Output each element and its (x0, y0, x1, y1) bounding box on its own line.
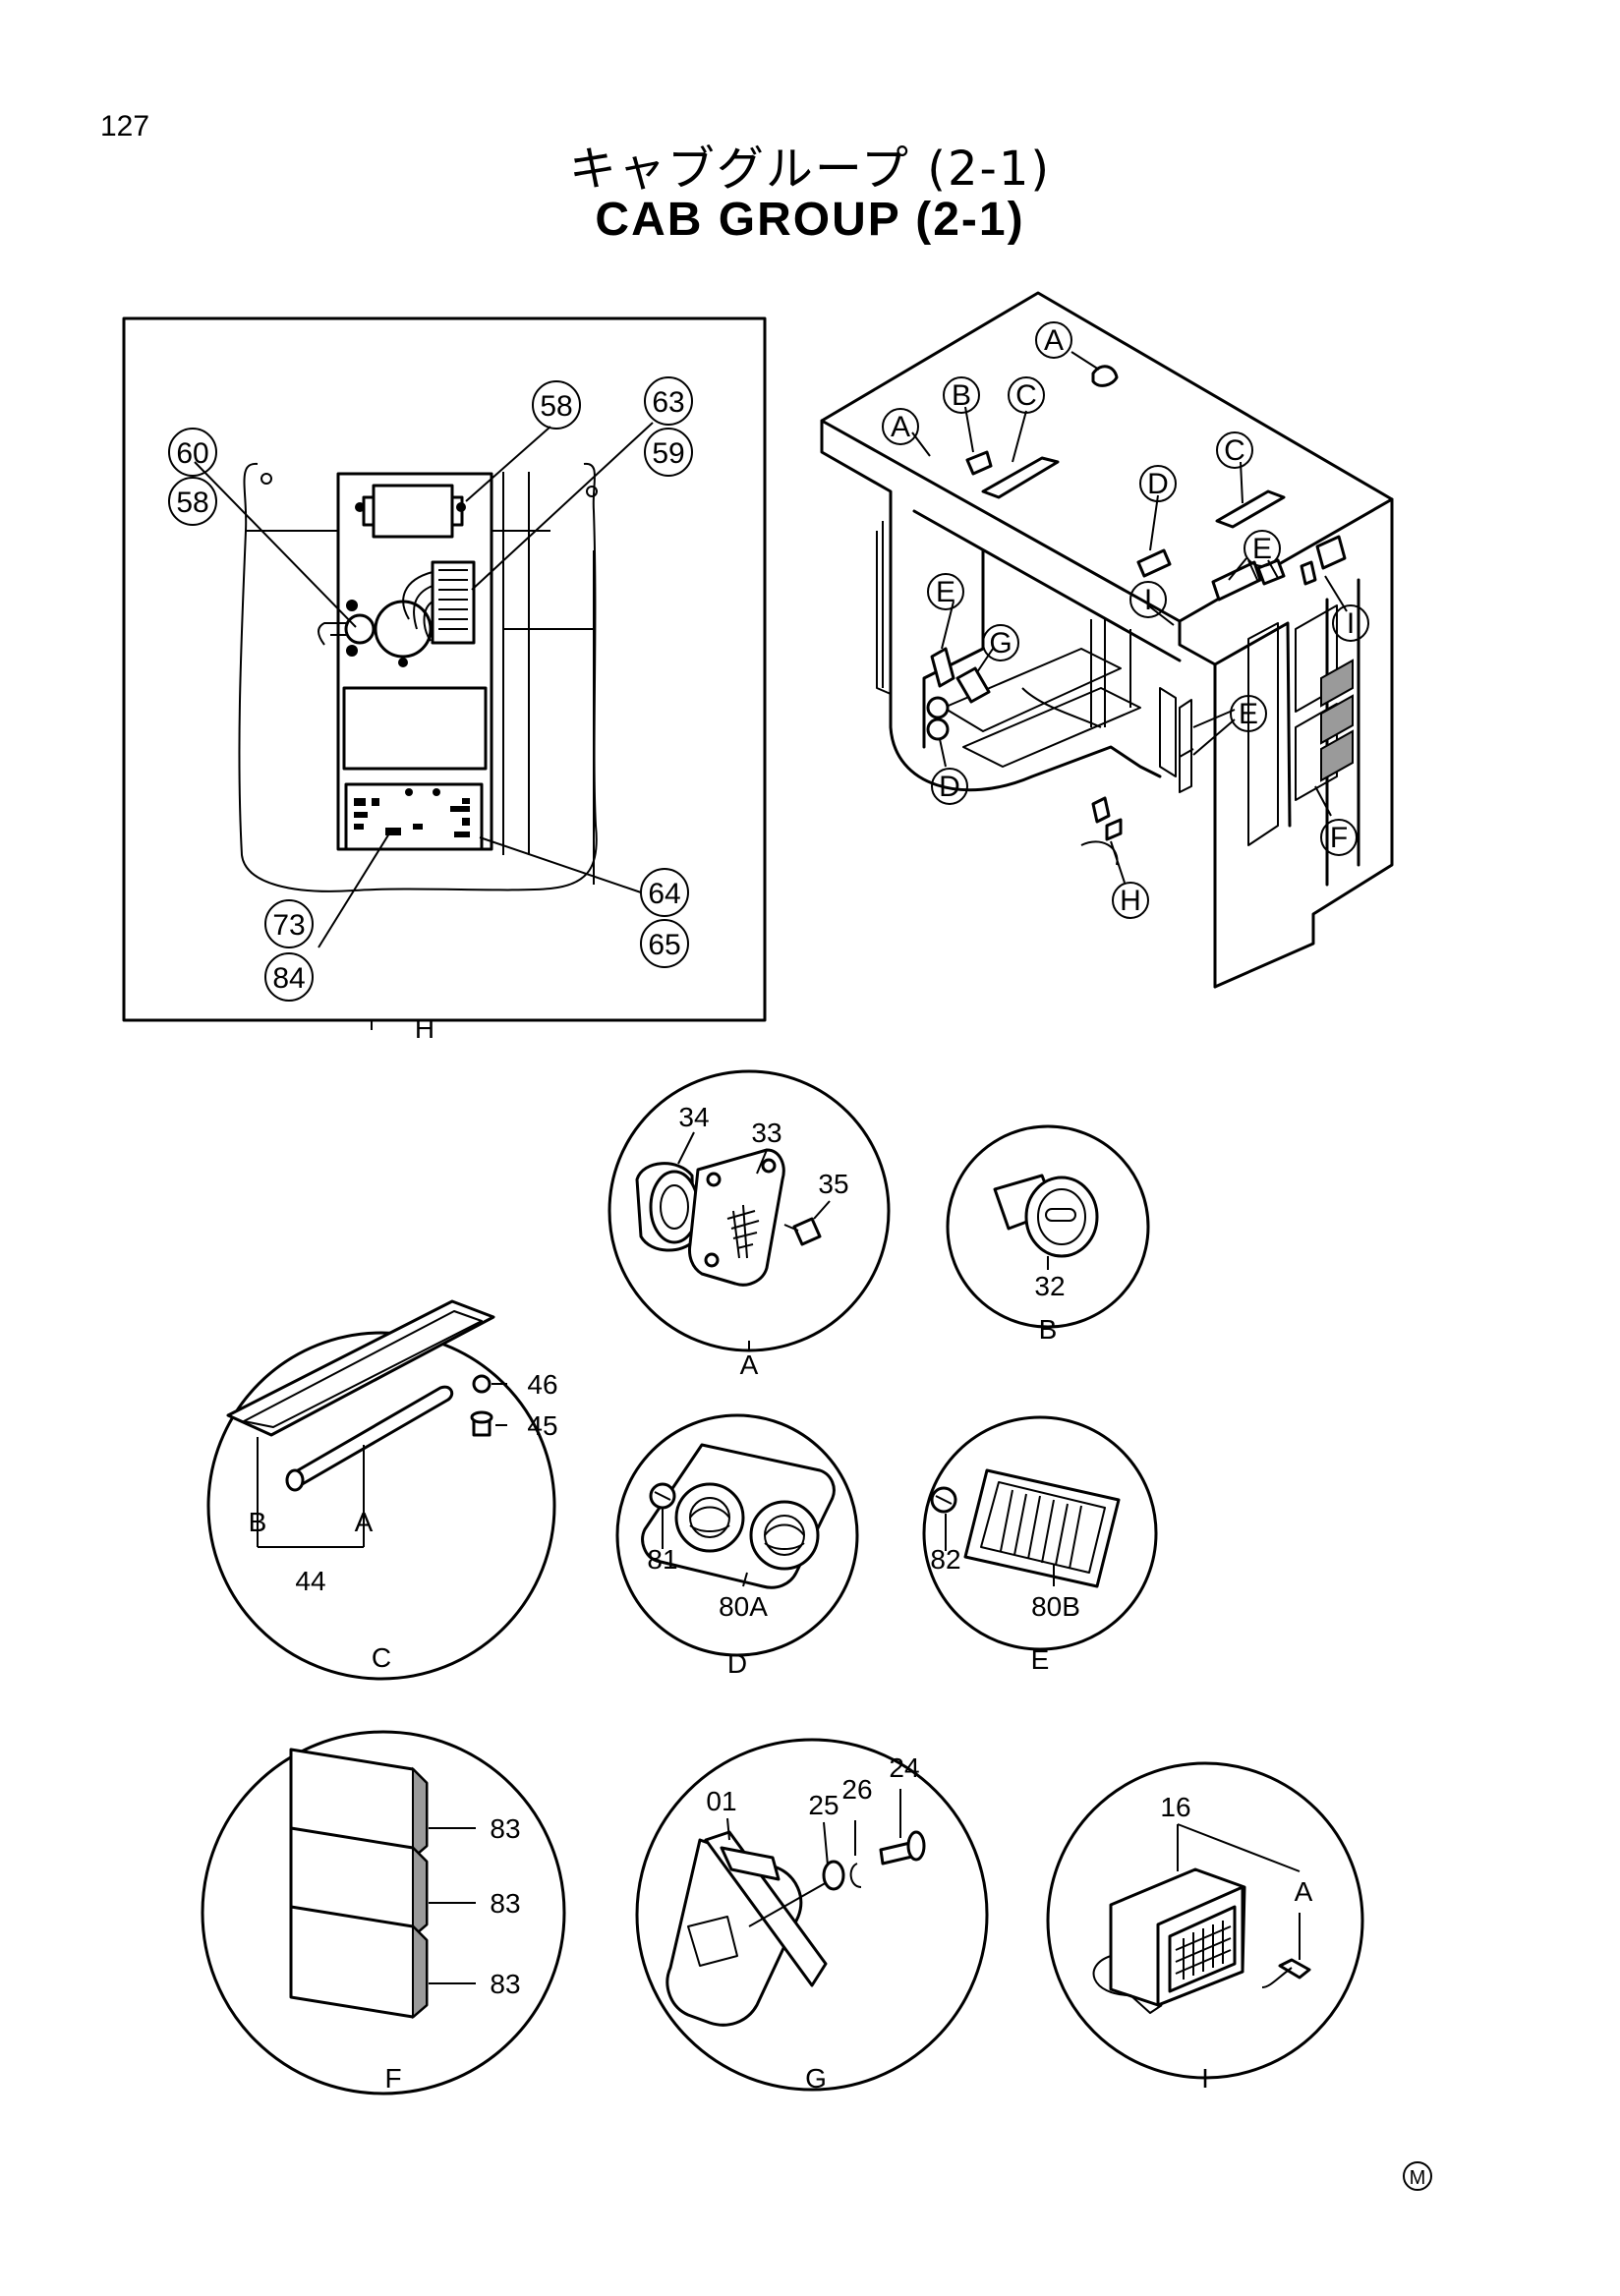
svg-text:A: A (891, 411, 910, 443)
detail-a-label: A (740, 1349, 759, 1380)
svg-text:63: 63 (652, 386, 684, 419)
svg-text:F: F (1330, 822, 1348, 854)
detail-c-handle: 46 45 B A 44 C (206, 1299, 558, 1681)
svg-text:D: D (939, 771, 960, 803)
detail-f-label: F (384, 2063, 401, 2094)
part-label: A (1295, 1876, 1313, 1907)
callout-73: 73 (264, 899, 314, 948)
cab-callout-E: E (1244, 530, 1281, 567)
detail-g-label: G (805, 2063, 827, 2094)
svg-text:E: E (1252, 533, 1272, 565)
cab-callout-I: I (1129, 581, 1167, 618)
detail-i-light: 16 A I (1046, 1761, 1364, 2094)
svg-text:C: C (1015, 379, 1037, 412)
part-label: 24 (889, 1752, 919, 1783)
svg-text:58: 58 (176, 487, 208, 519)
callout-63: 63 (644, 376, 693, 426)
cab-callout-C: C (1008, 376, 1045, 414)
detail-e-louver: 82 80B E (922, 1415, 1158, 1675)
detail-d-label: D (727, 1648, 747, 1679)
cab-callout-D: D (931, 768, 968, 805)
cab-callout-H: H (1112, 882, 1149, 919)
panel-h-label: H (415, 1013, 434, 1044)
svg-text:59: 59 (652, 437, 684, 470)
part-label: 33 (751, 1118, 781, 1148)
detail-i-label: I (1201, 2063, 1209, 2094)
svg-text:65: 65 (648, 929, 680, 961)
cab-callout-I: I (1332, 604, 1369, 642)
svg-text:73: 73 (272, 909, 305, 942)
cab-callout-A: A (882, 408, 919, 445)
title-japanese: キャブグループ (2-1) (568, 142, 1052, 197)
part-label: 83 (490, 1813, 520, 1844)
panel-h-detail: H 60 58 58 63 59 73 84 64 65 (122, 316, 767, 1044)
part-label: 46 (527, 1369, 557, 1400)
part-label: 26 (841, 1774, 872, 1805)
cab-callout-D: D (1139, 465, 1177, 502)
detail-d-vent: 81 80A D (615, 1413, 859, 1679)
detail-b-label: B (1039, 1314, 1058, 1345)
part-label: 35 (818, 1169, 848, 1199)
callout-65: 65 (640, 919, 689, 968)
part-label: 01 (706, 1786, 736, 1816)
title-english: CAB GROUP (2-1) (595, 194, 1025, 246)
svg-text:A: A (1044, 324, 1064, 357)
svg-text:C: C (1224, 434, 1245, 467)
callout-58: 58 (168, 477, 217, 526)
cab-callout-A: A (1035, 321, 1072, 359)
detail-g-latch: 01 25 26 24 G (635, 1738, 989, 2094)
part-label: 34 (678, 1102, 709, 1132)
svg-text:84: 84 (272, 962, 305, 995)
svg-text:I: I (1144, 584, 1152, 616)
part-label: 80B (1031, 1591, 1080, 1622)
corner-mark: M (1403, 2161, 1432, 2191)
svg-text:60: 60 (176, 437, 208, 470)
detail-f-pads: 83 83 83 F (201, 1730, 566, 2095)
svg-text:E: E (1239, 698, 1258, 730)
svg-text:58: 58 (540, 390, 572, 423)
svg-text:B: B (952, 379, 971, 412)
detail-c-label: C (372, 1642, 391, 1673)
part-label: 81 (647, 1544, 677, 1575)
cab-overview: A A B C C D D E E E G I I H F (820, 291, 1394, 989)
cab-callout-E: E (1230, 695, 1267, 732)
detail-a-speaker: 34 33 35 A (608, 1069, 891, 1380)
part-label: 83 (490, 1888, 520, 1919)
svg-text:I: I (1347, 607, 1355, 640)
part-label: 16 (1160, 1792, 1190, 1822)
svg-text:E: E (936, 576, 955, 608)
svg-text:D: D (1147, 468, 1169, 500)
callout-59: 59 (644, 428, 693, 477)
part-label: 44 (295, 1566, 325, 1596)
callout-58: 58 (532, 380, 581, 430)
cab-callout-G: G (982, 624, 1019, 661)
part-label: 82 (930, 1544, 960, 1575)
part-label: 32 (1034, 1271, 1065, 1301)
callout-64: 64 (640, 868, 689, 917)
cab-callout-F: F (1320, 819, 1358, 856)
detail-b-lighter: 32 B (946, 1124, 1150, 1345)
part-label: B (249, 1507, 267, 1537)
part-label: 83 (490, 1969, 520, 1999)
svg-text:M: M (1410, 2167, 1426, 2189)
cab-callout-E: E (927, 573, 964, 610)
cab-callout-B: B (943, 376, 980, 414)
callout-60: 60 (168, 428, 217, 477)
part-label: 45 (527, 1410, 557, 1441)
svg-text:G: G (989, 627, 1012, 660)
page-number: 127 (100, 110, 150, 143)
svg-text:H: H (1120, 885, 1141, 917)
callout-84: 84 (264, 952, 314, 1002)
part-label: 25 (808, 1790, 839, 1820)
svg-text:64: 64 (648, 878, 680, 910)
part-label: 80A (719, 1591, 768, 1622)
part-label: A (355, 1507, 374, 1537)
cab-callout-C: C (1216, 431, 1253, 469)
detail-e-label: E (1031, 1644, 1050, 1675)
